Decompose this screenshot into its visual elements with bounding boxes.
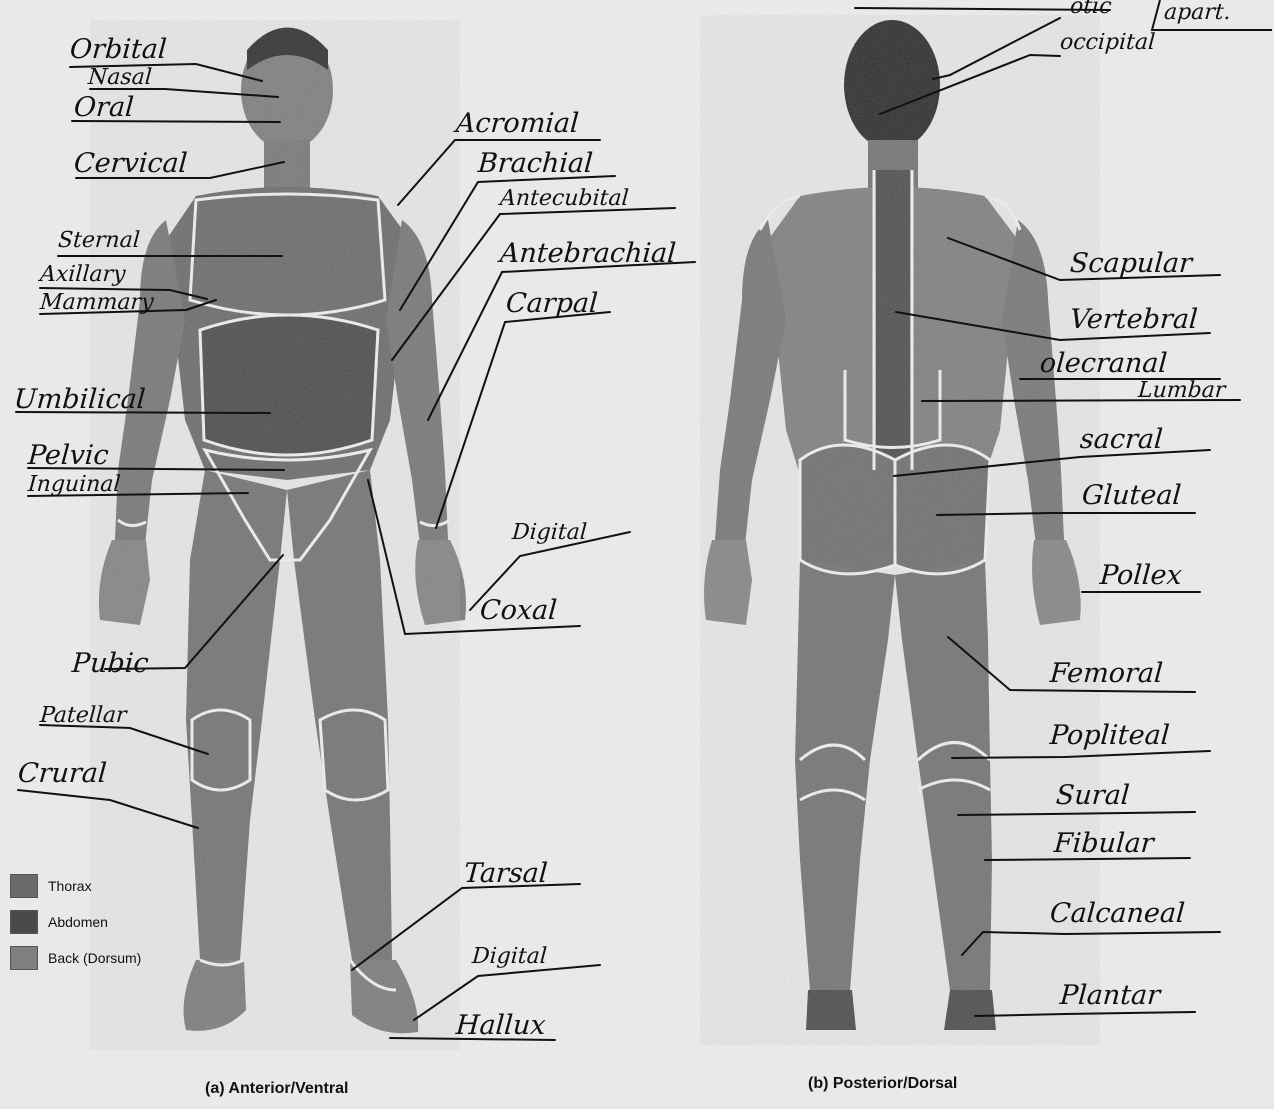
label-coxal: Coxal xyxy=(479,597,558,624)
label-vertebral: Vertebral xyxy=(1069,306,1199,333)
legend-label: Abdomen xyxy=(48,914,108,930)
label-nasal: Nasal xyxy=(87,67,152,89)
label-hallux: Hallux xyxy=(455,1012,546,1039)
label-pollex: Pollex xyxy=(1099,562,1183,589)
back-swatch xyxy=(10,946,38,970)
label-digital-hand: Digital xyxy=(511,522,587,544)
label-scapular: Scapular xyxy=(1069,250,1193,277)
legend-label: Back (Dorsum) xyxy=(48,950,141,966)
label-orbital: Orbital xyxy=(69,36,167,63)
caption-anterior: (a) Anterior/Ventral xyxy=(205,1080,348,1098)
label-fibular: Fibular xyxy=(1053,830,1155,857)
label-pelvic: Pelvic xyxy=(27,442,109,469)
label-tarsal: Tarsal xyxy=(463,860,548,887)
thorax-swatch xyxy=(10,874,38,898)
legend-label: Thorax xyxy=(48,878,92,894)
label-femoral: Femoral xyxy=(1049,660,1164,687)
posterior-figure xyxy=(700,15,1100,1045)
label-patellar: Patellar xyxy=(39,705,127,727)
label-sternal: Sternal xyxy=(57,230,140,252)
label-lumbar: Lumbar xyxy=(1137,380,1226,402)
label-acromial: Acromial xyxy=(455,110,580,137)
label-olecranal: olecranal xyxy=(1039,350,1168,377)
label-digital-foot: Digital xyxy=(471,946,547,968)
label-plantar: Plantar xyxy=(1059,982,1161,1009)
label-axillary: Axillary xyxy=(39,264,126,286)
legend-item-back: Back (Dorsum) xyxy=(10,940,141,976)
label-sural: Sural xyxy=(1055,782,1130,809)
label-popliteal: Popliteal xyxy=(1049,722,1170,749)
legend-item-thorax: Thorax xyxy=(10,868,141,904)
label-umbilical: Umbilical xyxy=(13,386,146,413)
label-brachial: Brachial xyxy=(477,150,594,177)
legend-item-abdomen: Abdomen xyxy=(10,904,141,940)
label-cervical: Cervical xyxy=(73,150,188,177)
label-antebrachial: Antebrachial xyxy=(499,240,677,267)
abdomen-swatch xyxy=(10,910,38,934)
label-gluteal: Gluteal xyxy=(1081,482,1182,509)
label-oral: Oral xyxy=(73,94,135,121)
label-otic: otic xyxy=(1069,0,1112,18)
label-crural: Crural xyxy=(17,760,107,787)
caption-posterior: (b) Posterior/Dorsal xyxy=(808,1075,957,1093)
label-mammary: Mammary xyxy=(39,292,154,314)
label-sacral: sacral xyxy=(1079,426,1164,453)
legend: Thorax Abdomen Back (Dorsum) xyxy=(10,868,141,976)
label-occipital: occipital xyxy=(1059,32,1156,54)
label-apart: apart. xyxy=(1163,2,1231,24)
label-pubic: Pubic xyxy=(71,650,149,677)
label-inguinal: Inguinal xyxy=(27,474,121,496)
label-calcaneal: Calcaneal xyxy=(1049,900,1186,927)
label-antecubital: Antecubital xyxy=(499,188,629,210)
label-carpal: Carpal xyxy=(505,290,599,317)
